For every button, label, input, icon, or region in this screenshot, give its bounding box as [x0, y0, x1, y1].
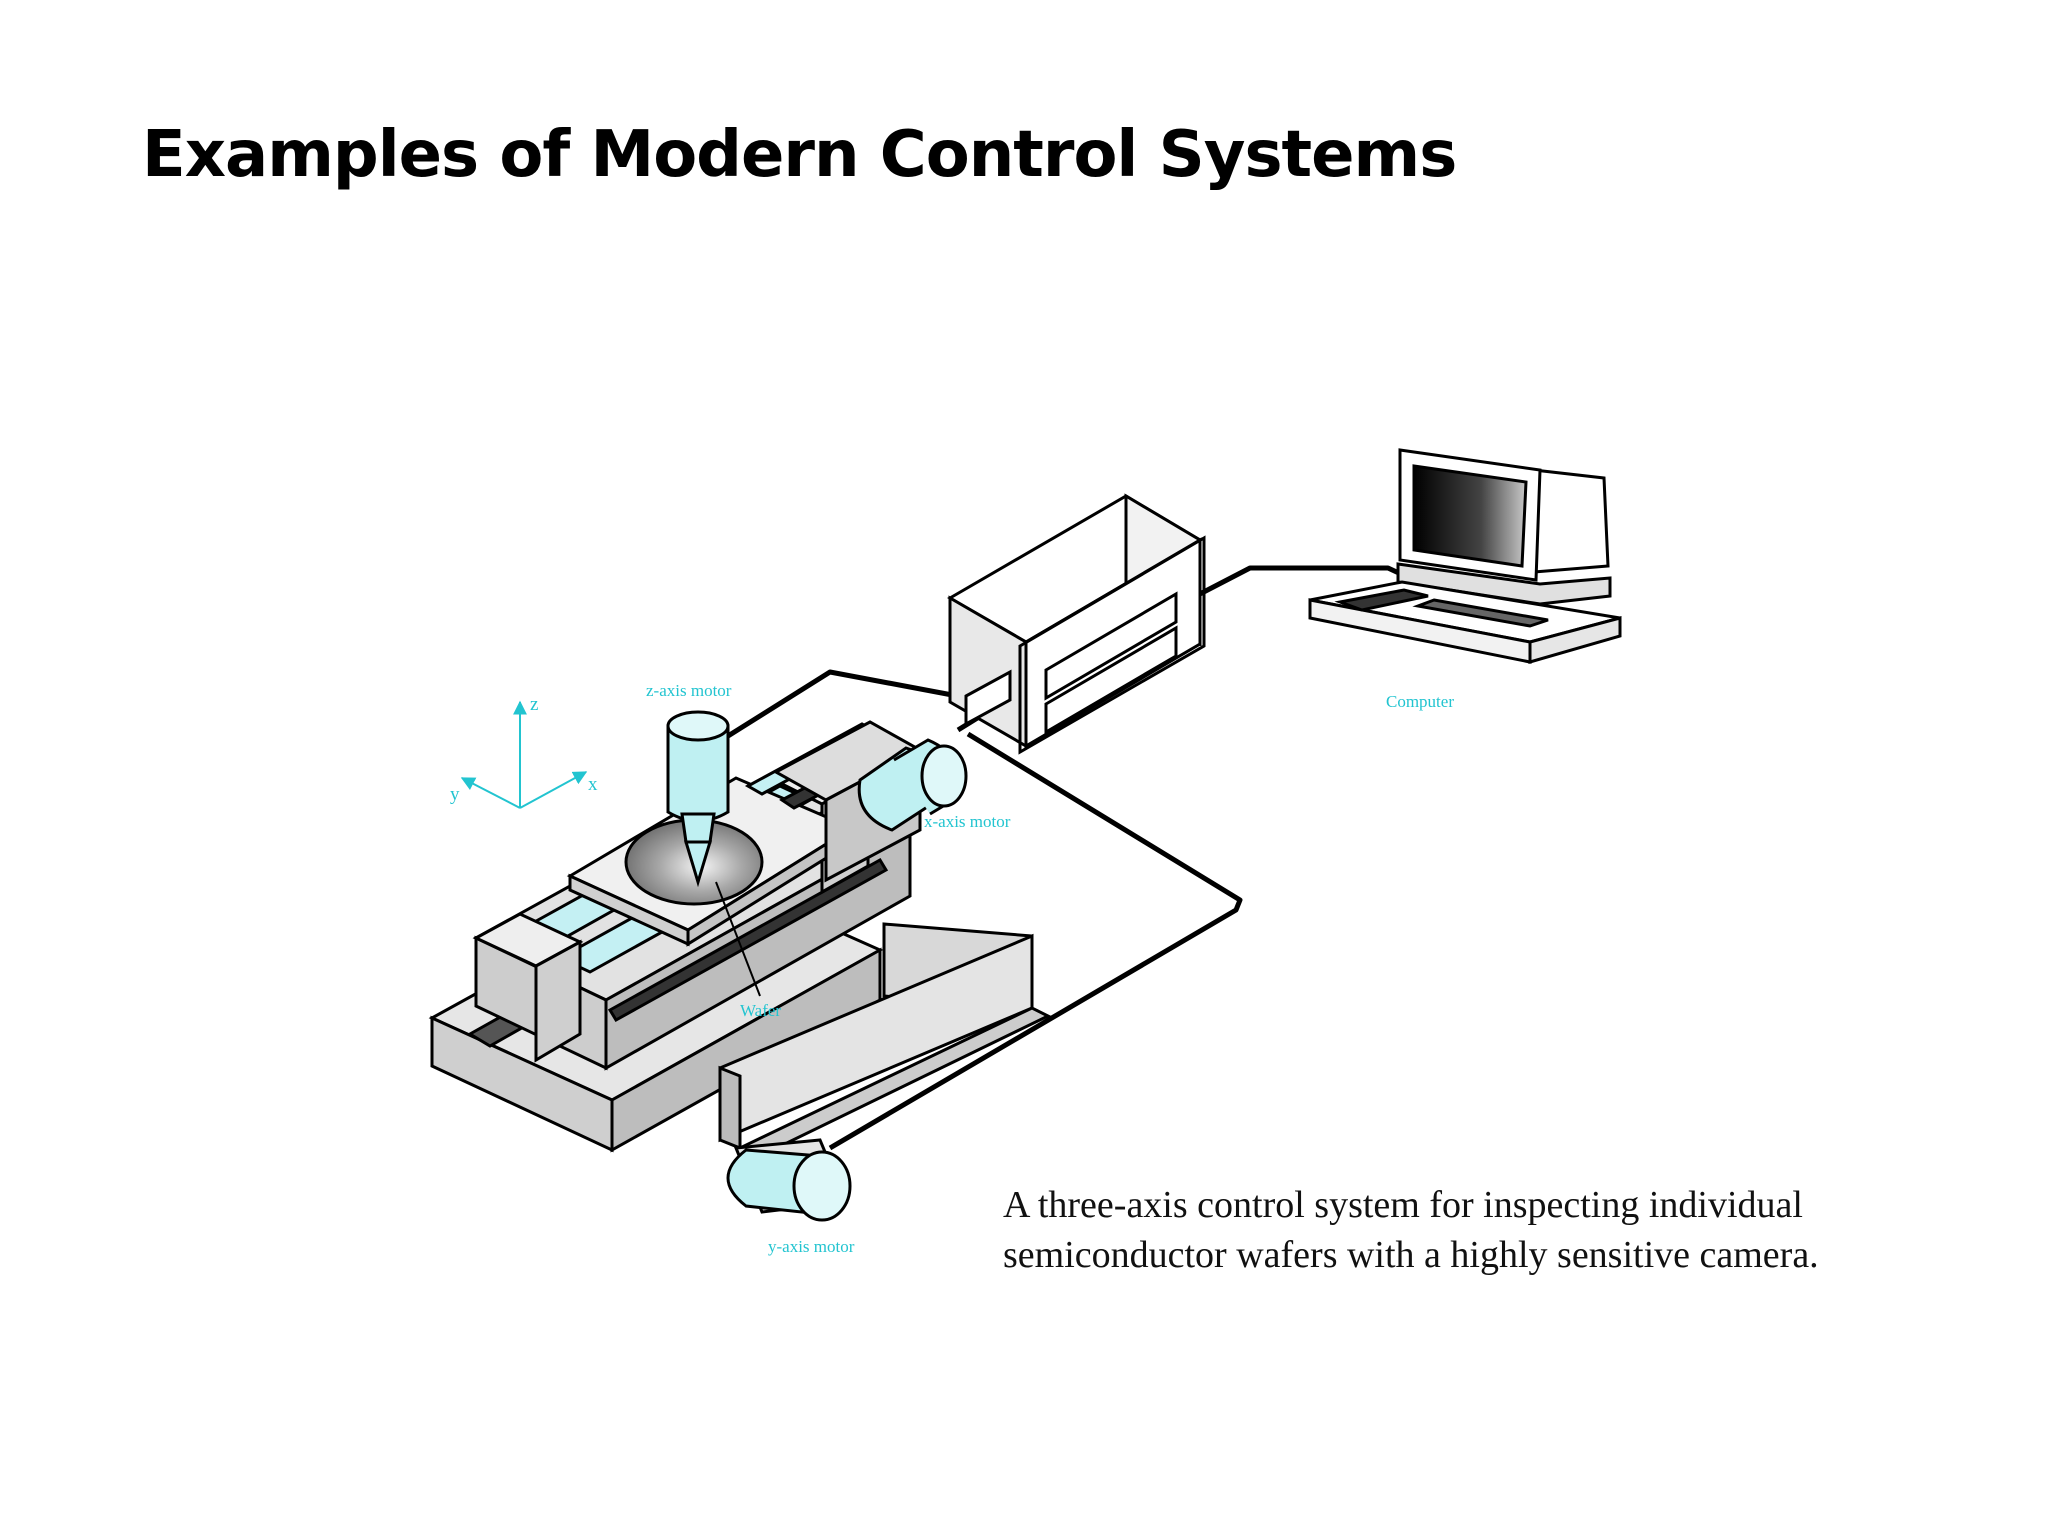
controller-box: [947, 493, 1206, 755]
caption-line-2: semiconductor wafers with a highly sensi…: [1003, 1234, 1819, 1276]
x-axis-motor: [857, 738, 968, 832]
y-axis-motor-label: y-axis motor: [768, 1237, 855, 1256]
axis-triad: [460, 700, 588, 809]
x-axis-motor-label: x-axis motor: [924, 812, 1011, 831]
axis-x-label: x: [588, 774, 598, 795]
wafer-label: Wafer: [740, 1001, 781, 1020]
axis-z-label: z: [530, 694, 538, 715]
figure-caption: A three-axis control system for inspecti…: [1003, 1180, 1963, 1280]
z-axis-motor-label: z-axis motor: [646, 681, 732, 700]
axis-y-label: y: [450, 784, 460, 805]
computer-label: Computer: [1386, 692, 1454, 711]
cable-y-motor: [828, 731, 1243, 1151]
caption-line-1: A three-axis control system for inspecti…: [1003, 1184, 1803, 1226]
z-axis-motor: [666, 710, 730, 888]
computer-icon: [1308, 448, 1622, 664]
wafer-pointer: [715, 881, 761, 997]
slide-title: Examples of Modern Control Systems: [142, 118, 1457, 192]
y-axis-motor: [726, 1138, 852, 1222]
